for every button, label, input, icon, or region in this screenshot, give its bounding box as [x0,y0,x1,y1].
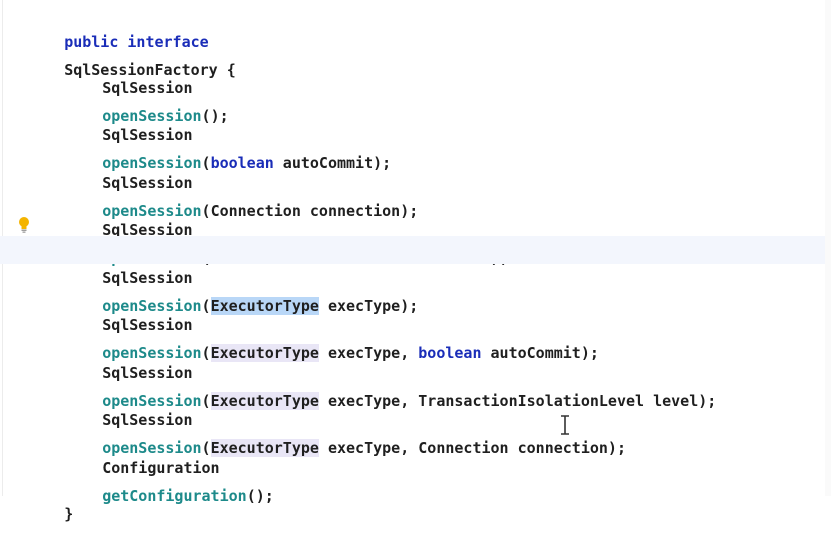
text-cursor-icon [561,415,569,435]
return-type[interactable]: SqlSession [102,79,193,97]
code-editor[interactable]: public interface SqlSessionFactory { Sql… [0,0,831,523]
return-type[interactable]: SqlSession [102,221,193,239]
parameters: autoCommit [273,154,374,172]
vertical-scrollbar[interactable] [825,0,831,496]
close-paren: ); [698,392,717,410]
code-line-interface-declaration[interactable]: public interface SqlSessionFactory { [0,0,831,79]
return-type[interactable]: SqlSession [102,269,193,287]
keyword: boolean [210,154,274,172]
return-type[interactable]: SqlSession [102,364,193,382]
parameters: autoCommit [481,344,581,362]
parameters: Connection connection [210,202,401,220]
return-type[interactable]: SqlSession [102,126,193,144]
method-name[interactable]: openSession [102,154,202,172]
parameters: execType, TransactionIsolationLevel leve… [318,392,699,410]
code-line-method[interactable]: Configuration getConfiguration(); [0,426,831,505]
open-paren: ( [201,344,211,362]
close-paren: ); [400,297,419,315]
interface-name[interactable]: SqlSessionFactory [64,61,218,79]
close-paren: ); [580,344,599,362]
code-line-method[interactable]: SqlSession openSession(); [0,46,831,125]
method-name[interactable]: openSession [102,297,202,315]
close-paren: ); [400,202,419,220]
return-type[interactable]: SqlSession [102,316,193,334]
return-type[interactable]: Configuration [102,459,220,477]
close-brace: } [64,505,74,523]
type-reference-highlight[interactable]: ExecutorType [210,344,319,362]
method-name[interactable]: openSession [102,107,202,125]
close-paren: ); [607,439,626,457]
parameters: execType, Connection connection [318,439,608,457]
method-name[interactable]: openSession [102,202,202,220]
parameters: execType, [318,344,419,362]
open-paren: ( [201,297,211,315]
keyword: public interface [64,33,209,51]
method-name[interactable]: openSession [102,392,202,410]
code-line-method[interactable]: SqlSession openSession(TransactionIsolat… [0,188,831,267]
type-reference-selected[interactable]: ExecutorType [210,297,319,315]
open-brace: { [217,61,236,79]
open-paren: ( [201,107,211,125]
code-line-method[interactable]: SqlSession openSession(ExecutorType exec… [0,283,831,362]
open-paren: ( [201,439,211,457]
open-paren: ( [201,392,211,410]
code-line-method[interactable]: SqlSession openSession(ExecutorType exec… [0,378,831,457]
method-name[interactable]: openSession [102,344,202,362]
keyword: boolean [418,344,482,362]
close-paren: ); [210,107,229,125]
code-line-method[interactable]: SqlSession openSession(Connection connec… [0,141,831,220]
return-type[interactable]: SqlSession [102,174,193,192]
return-type[interactable]: SqlSession [102,411,193,429]
parameters: execType [318,297,401,315]
close-paren: ); [373,154,392,172]
code-line-method[interactable]: SqlSession openSession(ExecutorType exec… [0,331,831,410]
code-line-method-current[interactable]: SqlSession openSession(ExecutorType exec… [0,236,831,315]
type-reference-highlight[interactable]: ExecutorType [210,392,319,410]
open-paren: ( [201,202,211,220]
lightbulb-icon[interactable] [17,216,31,234]
type-reference-highlight[interactable]: ExecutorType [210,439,319,457]
method-name[interactable]: openSession [102,439,202,457]
code-line-method[interactable]: SqlSession openSession(boolean autoCommi… [0,93,831,172]
open-paren: ( [201,154,211,172]
